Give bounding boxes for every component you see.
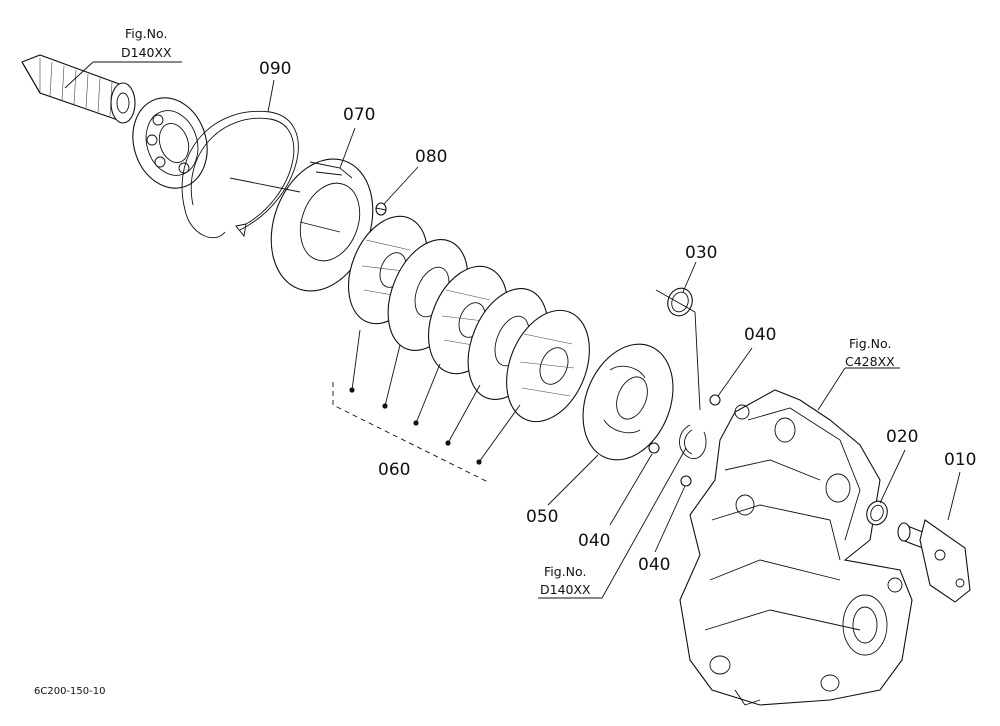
transmission-case[interactable] — [679, 389, 913, 706]
ball-040-a[interactable] — [648, 442, 660, 454]
ref-bottom-line2: D140XX — [540, 582, 591, 597]
diagram-code: 6C200-150-10 — [34, 686, 105, 697]
label-040-bottom[interactable]: 040 — [638, 555, 670, 575]
snap-ring-090[interactable] — [181, 110, 299, 239]
o-ring-030[interactable] — [664, 285, 696, 320]
group-060-markers — [349, 387, 482, 465]
label-070[interactable]: 070 — [343, 105, 375, 125]
ref-right-line2: C428XX — [845, 354, 895, 369]
circlip-part[interactable] — [679, 424, 707, 460]
ref-right-line1: Fig.No. — [849, 336, 891, 351]
pressure-plate-050[interactable] — [567, 331, 690, 474]
ref-top-line1: Fig.No. — [125, 26, 167, 41]
label-030[interactable]: 030 — [685, 243, 717, 263]
o-ring-020[interactable] — [863, 498, 890, 527]
ref-bottom-line1: Fig.No. — [544, 564, 586, 579]
label-040-lower-left[interactable]: 040 — [578, 531, 610, 551]
label-050[interactable]: 050 — [526, 507, 558, 527]
label-040-upper[interactable]: 040 — [744, 325, 776, 345]
clutch-disc-3[interactable] — [491, 298, 605, 434]
label-010[interactable]: 010 — [944, 450, 976, 470]
ref-top-line2: D140XX — [121, 45, 172, 60]
bearing-part[interactable] — [122, 88, 219, 198]
label-090[interactable]: 090 — [259, 59, 291, 79]
shaft-010[interactable] — [897, 519, 971, 603]
label-080[interactable]: 080 — [415, 147, 447, 167]
ball-040-c[interactable] — [709, 394, 721, 406]
label-020[interactable]: 020 — [886, 427, 918, 447]
shaft-part[interactable] — [21, 54, 136, 124]
leader-lines — [64, 61, 961, 599]
label-060[interactable]: 060 — [378, 460, 410, 480]
ball-040-b[interactable] — [680, 475, 692, 487]
pin-080[interactable] — [375, 202, 387, 216]
